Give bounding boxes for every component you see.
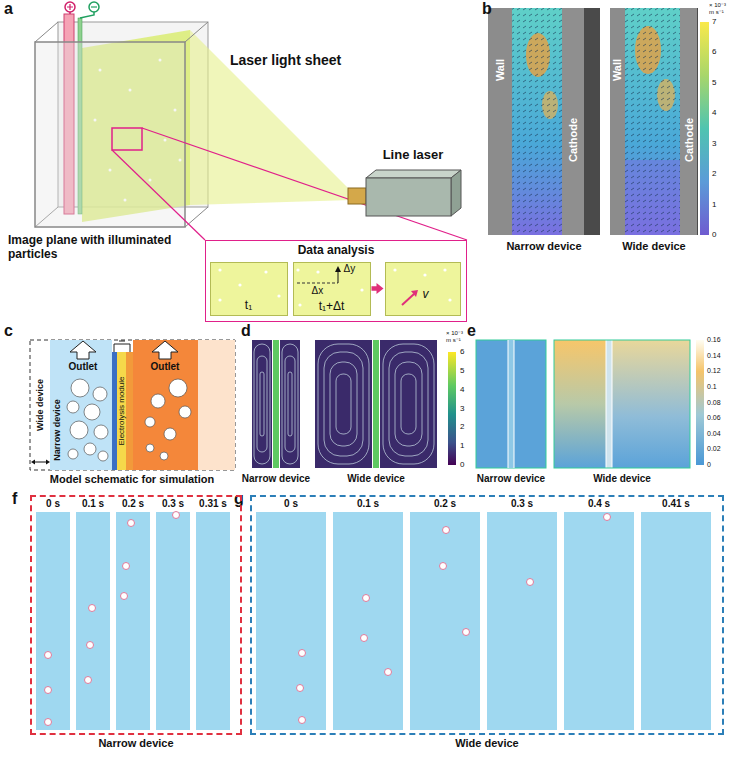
figure-label: 0.12 <box>707 367 721 375</box>
outlet-arrow: Outlet <box>140 341 190 375</box>
figure-label: a <box>4 0 13 18</box>
figure-label: 0 s <box>284 498 298 510</box>
figure-label: Image plane with illuminated particles <box>8 234 188 262</box>
analysis-frames <box>205 240 467 322</box>
figure-label: 0.16 <box>707 336 721 344</box>
node-text: t₁+Δt <box>294 300 370 314</box>
analysis-frame: Data analysis t₁ ΔyΔx t₁+Δt v <box>205 240 467 322</box>
figure-label: 3 <box>460 404 464 413</box>
figure-label: 0 <box>707 461 711 469</box>
figure-label: 0.1 s <box>357 498 379 510</box>
line-laser: Line laser <box>362 148 464 218</box>
figure-label: 0.04 <box>707 430 721 438</box>
tank <box>35 2 467 240</box>
node-text: Outlet <box>58 361 108 373</box>
figure-label: f <box>12 490 17 508</box>
figure-label: Wide device <box>347 473 405 485</box>
figure-label: 0 <box>460 460 464 469</box>
concentration-simulation <box>476 340 704 468</box>
figure-label: Narrow device <box>242 473 310 485</box>
figure-label: d <box>241 322 251 340</box>
electrolysis-module: Electrolysis module <box>112 352 133 470</box>
narrow-sequence-frame: Narrow device <box>30 495 242 735</box>
frame-box: ΔyΔx t₁+Δt <box>293 262 371 316</box>
wide-sequence-frame: Wide device <box>250 495 724 735</box>
figure-label: Narrow device <box>506 240 581 253</box>
figure-label: Wide device <box>593 473 651 485</box>
figure-label: 1 <box>460 441 464 450</box>
figure-label: Model schematic for simulation <box>50 473 214 486</box>
node-text: t₁ <box>211 299 287 313</box>
node-text: Δy <box>344 263 356 275</box>
figure-label: 0.3 s <box>511 498 533 510</box>
node-text: Outlet <box>140 361 190 373</box>
figure-label: 3 <box>712 139 716 148</box>
wide-bubble-frames <box>256 512 711 730</box>
figure-label: g <box>234 490 244 508</box>
figure-label: 0 s <box>46 498 60 510</box>
figure-label: Narrow device <box>477 473 545 485</box>
figure-label: 7 <box>712 17 716 26</box>
figure-label: 0.14 <box>707 352 721 360</box>
figure-label: 0.02 <box>707 445 721 453</box>
node-text: v <box>423 288 429 302</box>
figure-label: Wide device <box>35 379 45 431</box>
figure-label: × 10⁻³ m s⁻¹ <box>446 330 468 344</box>
figure-label: 4 <box>712 108 716 117</box>
narrow-bubble-frames <box>36 512 230 731</box>
figure-label: 0.2 s <box>434 498 456 510</box>
flow-arrow <box>372 283 384 294</box>
figure-label: b <box>482 0 492 18</box>
figure-label: 0.31 s <box>199 498 227 510</box>
figure-label: 0.3 s <box>162 498 184 510</box>
figure-label: 5 <box>712 78 716 87</box>
figure-label: 6 <box>712 47 716 56</box>
figure-label: 0.41 s <box>662 498 690 510</box>
figure-label: Wall <box>611 59 624 81</box>
node-text: Data analysis <box>206 244 466 258</box>
figure-label: 2 <box>460 422 464 431</box>
figure-label: 0.06 <box>707 414 721 422</box>
figure-label: × 10⁻³ m s⁻¹ <box>709 2 731 16</box>
frame-box: t₁ <box>210 262 288 316</box>
narrow-channel: Narrow device Outlet <box>50 340 112 470</box>
velocity-box: v <box>385 262 461 316</box>
figure-label: 0.1 <box>707 383 717 391</box>
node-text: Electrolysis module <box>117 377 126 446</box>
figure-label: 0 <box>712 230 716 239</box>
figure-label: Laser light sheet <box>230 52 341 68</box>
figure-label: Wall <box>494 59 507 81</box>
figure-label: 4 <box>460 385 464 394</box>
figure-label: Cathode <box>683 118 696 162</box>
figure-label: c <box>4 322 13 340</box>
figure-label: 6 <box>460 347 464 356</box>
velocity-simulation <box>252 340 456 468</box>
figure-label: 5 <box>460 366 464 375</box>
node-text: Wide device <box>252 737 722 750</box>
figure-label: 2 <box>712 169 716 178</box>
figure-label: e <box>467 322 476 340</box>
figure-label: 0.1 s <box>82 498 104 510</box>
figure-label: 1 <box>712 200 716 209</box>
figure-label: 0.2 s <box>122 498 144 510</box>
outlet-arrow: Outlet <box>58 341 108 375</box>
figure-label: 0.4 s <box>588 498 610 510</box>
node-text: Δx <box>312 285 324 297</box>
line-laser-body <box>348 170 461 216</box>
piv-photos <box>488 8 709 235</box>
figure-label: Cathode <box>567 118 580 162</box>
node-text: Narrow device <box>52 399 62 461</box>
node-text: Narrow device <box>32 737 240 750</box>
node-text: Line laser <box>362 148 464 163</box>
model-schematic <box>30 340 235 470</box>
figure-label: Wide device <box>622 240 685 253</box>
figure-label: 0.08 <box>707 399 721 407</box>
